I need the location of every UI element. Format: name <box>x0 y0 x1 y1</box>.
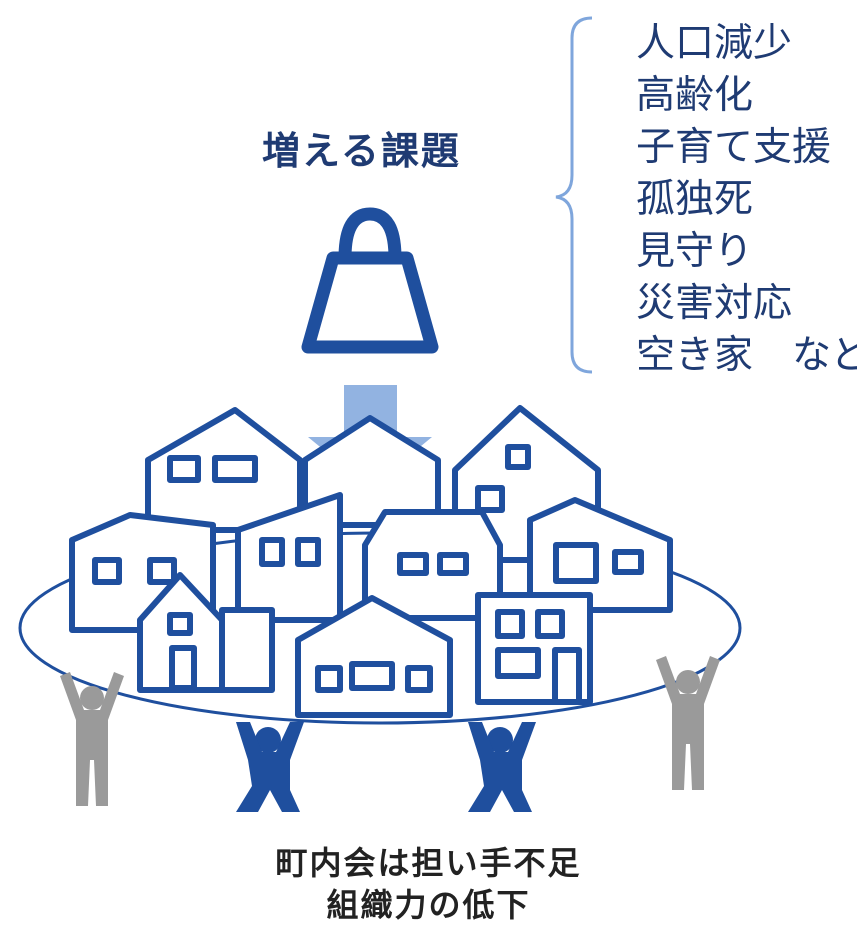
caption-line-1: 町内会は担い手不足 <box>275 844 582 882</box>
issue-item: 孤独死 <box>636 177 754 222</box>
person-cheering-icon <box>656 656 720 790</box>
caption-line-2: 組織力の低下 <box>326 886 531 924</box>
heading: 増える課題 <box>262 129 461 173</box>
issue-item: 人口減少 <box>636 21 793 66</box>
issue-item: 子育て支援 <box>636 125 832 170</box>
issue-item: 災害対応 <box>636 281 793 326</box>
person-lifting-icon <box>236 722 304 812</box>
person-lifting-icon <box>468 722 536 812</box>
weight-icon <box>301 207 439 354</box>
issue-item: 高齢化 <box>636 73 754 118</box>
brace-icon <box>555 16 593 374</box>
issue-list: 人口減少 高齢化 子育て支援 孤独死 見守り 災害対応 空き家 など <box>636 18 857 382</box>
issue-item: 見守り <box>636 229 754 274</box>
houses <box>69 405 673 718</box>
issue-item: 空き家 など <box>636 333 857 378</box>
person-cheering-icon <box>60 672 124 806</box>
